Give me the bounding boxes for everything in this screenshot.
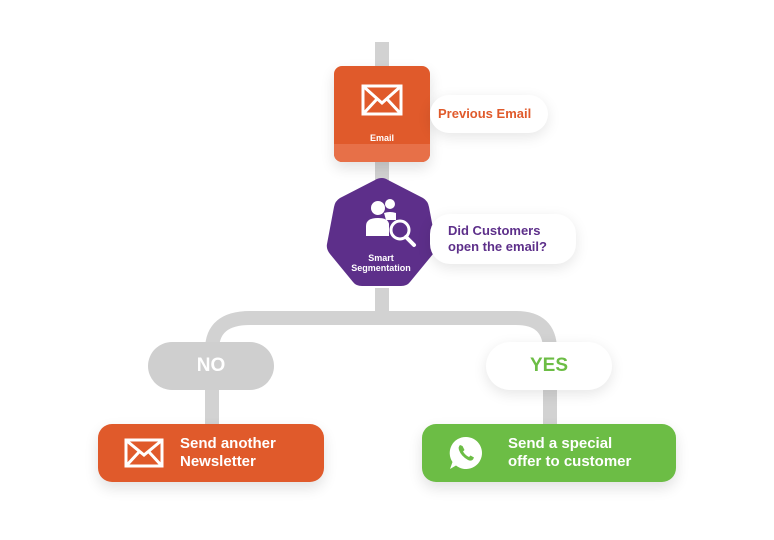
envelope-icon <box>124 438 164 468</box>
send-newsletter-text: Send another Newsletter <box>180 435 276 471</box>
no-branch-pill[interactable]: NO <box>148 342 274 390</box>
send-offer-text: Send a special offer to customer <box>508 435 631 471</box>
yes-branch-pill[interactable]: YES <box>486 342 612 390</box>
email-node-strip <box>334 144 430 162</box>
send-offer-line2: offer to customer <box>508 453 632 470</box>
envelope-icon <box>361 84 403 116</box>
send-newsletter-line2: Newsletter <box>180 453 256 470</box>
send-offer-action[interactable]: Send a special offer to customer <box>422 424 676 482</box>
send-newsletter-action[interactable]: Send another Newsletter <box>98 424 324 482</box>
email-node[interactable]: Email <box>334 66 430 162</box>
segmentation-label-line1: Smart <box>368 253 394 263</box>
question-line1: Did Customers <box>448 223 541 238</box>
previous-email-bubble: Previous Email <box>430 95 548 133</box>
question-line2: open the email? <box>448 239 547 254</box>
whatsapp-icon <box>449 436 482 469</box>
question-bubble: Did Customers open the email? <box>430 214 576 264</box>
segmentation-label-line2: Segmentation <box>351 263 411 273</box>
smart-segmentation-node[interactable]: Smart Segmentation <box>322 174 440 292</box>
users-search-icon <box>366 199 416 247</box>
send-newsletter-line1: Send another <box>180 435 276 452</box>
send-offer-line1: Send a special <box>508 435 613 452</box>
email-node-label: Email <box>369 133 394 143</box>
segmentation-label: Smart Segmentation <box>322 253 440 273</box>
